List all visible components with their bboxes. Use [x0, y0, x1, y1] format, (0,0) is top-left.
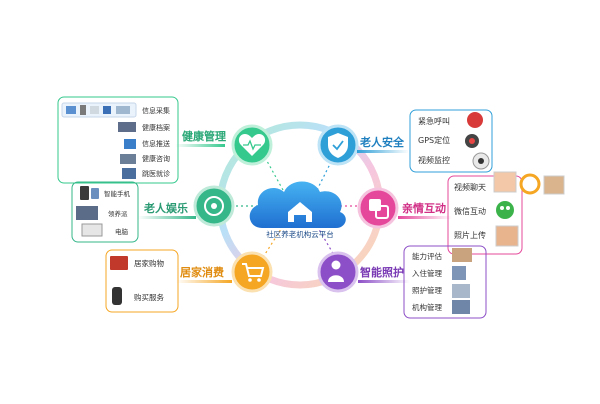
- safety-title: 老人安全: [359, 135, 405, 149]
- family-chat-icon: [369, 199, 381, 211]
- music-disc-icon: [204, 196, 224, 216]
- home-items-box: [105, 249, 179, 313]
- home-node: [231, 251, 273, 293]
- entertainment-item-1: 智能手机: [104, 189, 131, 198]
- health-item-4: 健康咨询: [142, 154, 170, 163]
- care-items-box: [403, 245, 487, 319]
- sync-icon: [519, 173, 541, 195]
- module-care[interactable]: 智能照护 能力评估 入住管理 照护管理 机构管理: [317, 245, 487, 319]
- module-health[interactable]: 健康管理 信息采集 健康档案 信息推送 健康咨询 跳医就诊: [57, 96, 273, 184]
- center-label: 社区养老机构云平台: [266, 229, 334, 239]
- family-title: 亲情互动: [402, 201, 446, 215]
- module-family[interactable]: 亲情互动 视频聊天 微信互动 照片上传: [357, 171, 565, 255]
- family-items-box: [447, 175, 523, 255]
- family-item-3: 照片上传: [454, 230, 486, 240]
- health-item-5: 跳医就诊: [142, 169, 170, 178]
- home-shopping-icon: [110, 256, 128, 270]
- institution-icon: [452, 300, 470, 314]
- tv-icon: [76, 206, 98, 220]
- safety-item-2: GPS定位: [418, 135, 450, 145]
- video-chat-photo: [493, 171, 517, 193]
- home-item-1: 居家购物: [134, 258, 164, 268]
- care-item-1: 能力评估: [412, 251, 442, 261]
- health-push-icon: [124, 139, 136, 149]
- health-items-box: [57, 96, 179, 184]
- assessment-icon: [452, 248, 472, 262]
- shield-icon: [328, 133, 348, 158]
- computer-icon: [81, 223, 103, 237]
- health-item-2: 健康档案: [142, 123, 170, 132]
- safety-item-1: 紧急呼叫: [418, 116, 450, 126]
- wechat-icon: [496, 201, 514, 219]
- health-record-icon: [118, 122, 136, 132]
- family-photo: [543, 175, 565, 195]
- alarm-button-icon: [467, 112, 483, 128]
- module-entertainment[interactable]: 老人娱乐 智能手机 领养派 电脑: [71, 181, 235, 243]
- family-item-1: 视频聊天: [454, 182, 486, 192]
- entertainment-items-box: [71, 181, 139, 243]
- health-item-1: 信息采集: [142, 106, 170, 115]
- health-item-3: 信息推送: [142, 139, 170, 148]
- care-title: 智能照护: [360, 265, 404, 279]
- health-consult-icon: [120, 154, 136, 164]
- care-item-3: 照护管理: [412, 285, 442, 295]
- admission-icon: [452, 266, 466, 280]
- care-node: [317, 251, 359, 293]
- home-item-2: 购买服务: [134, 292, 164, 302]
- home-title: 居家消费: [180, 265, 224, 279]
- photo-upload-image: [495, 225, 519, 247]
- house-icon: [288, 202, 312, 222]
- smartphone-icon: [80, 186, 89, 200]
- care-item-4: 机构管理: [412, 302, 442, 312]
- health-title: 健康管理: [182, 129, 226, 143]
- caregiver-icon: [331, 260, 341, 270]
- module-safety[interactable]: 老人安全 紧急呼叫 GPS定位 视频监控: [317, 109, 493, 173]
- care-item-2: 入住管理: [412, 268, 442, 278]
- shopping-cart-icon: [242, 263, 265, 277]
- entertainment-title: 老人娱乐: [143, 201, 188, 215]
- cloud-platform: 社区养老机构云平台: [249, 181, 346, 239]
- entertainment-item-3: 电脑: [115, 227, 129, 236]
- family-item-2: 微信互动: [454, 206, 486, 216]
- safety-items-box: [409, 109, 493, 173]
- health-visit-icon: [122, 168, 136, 179]
- module-home[interactable]: 居家消费 居家购物 购买服务: [105, 249, 273, 313]
- safety-item-3: 视频监控: [418, 155, 450, 165]
- care-management-icon: [452, 284, 470, 298]
- entertainment-item-2: 领养派: [108, 209, 128, 218]
- service-staff-icon: [112, 287, 122, 305]
